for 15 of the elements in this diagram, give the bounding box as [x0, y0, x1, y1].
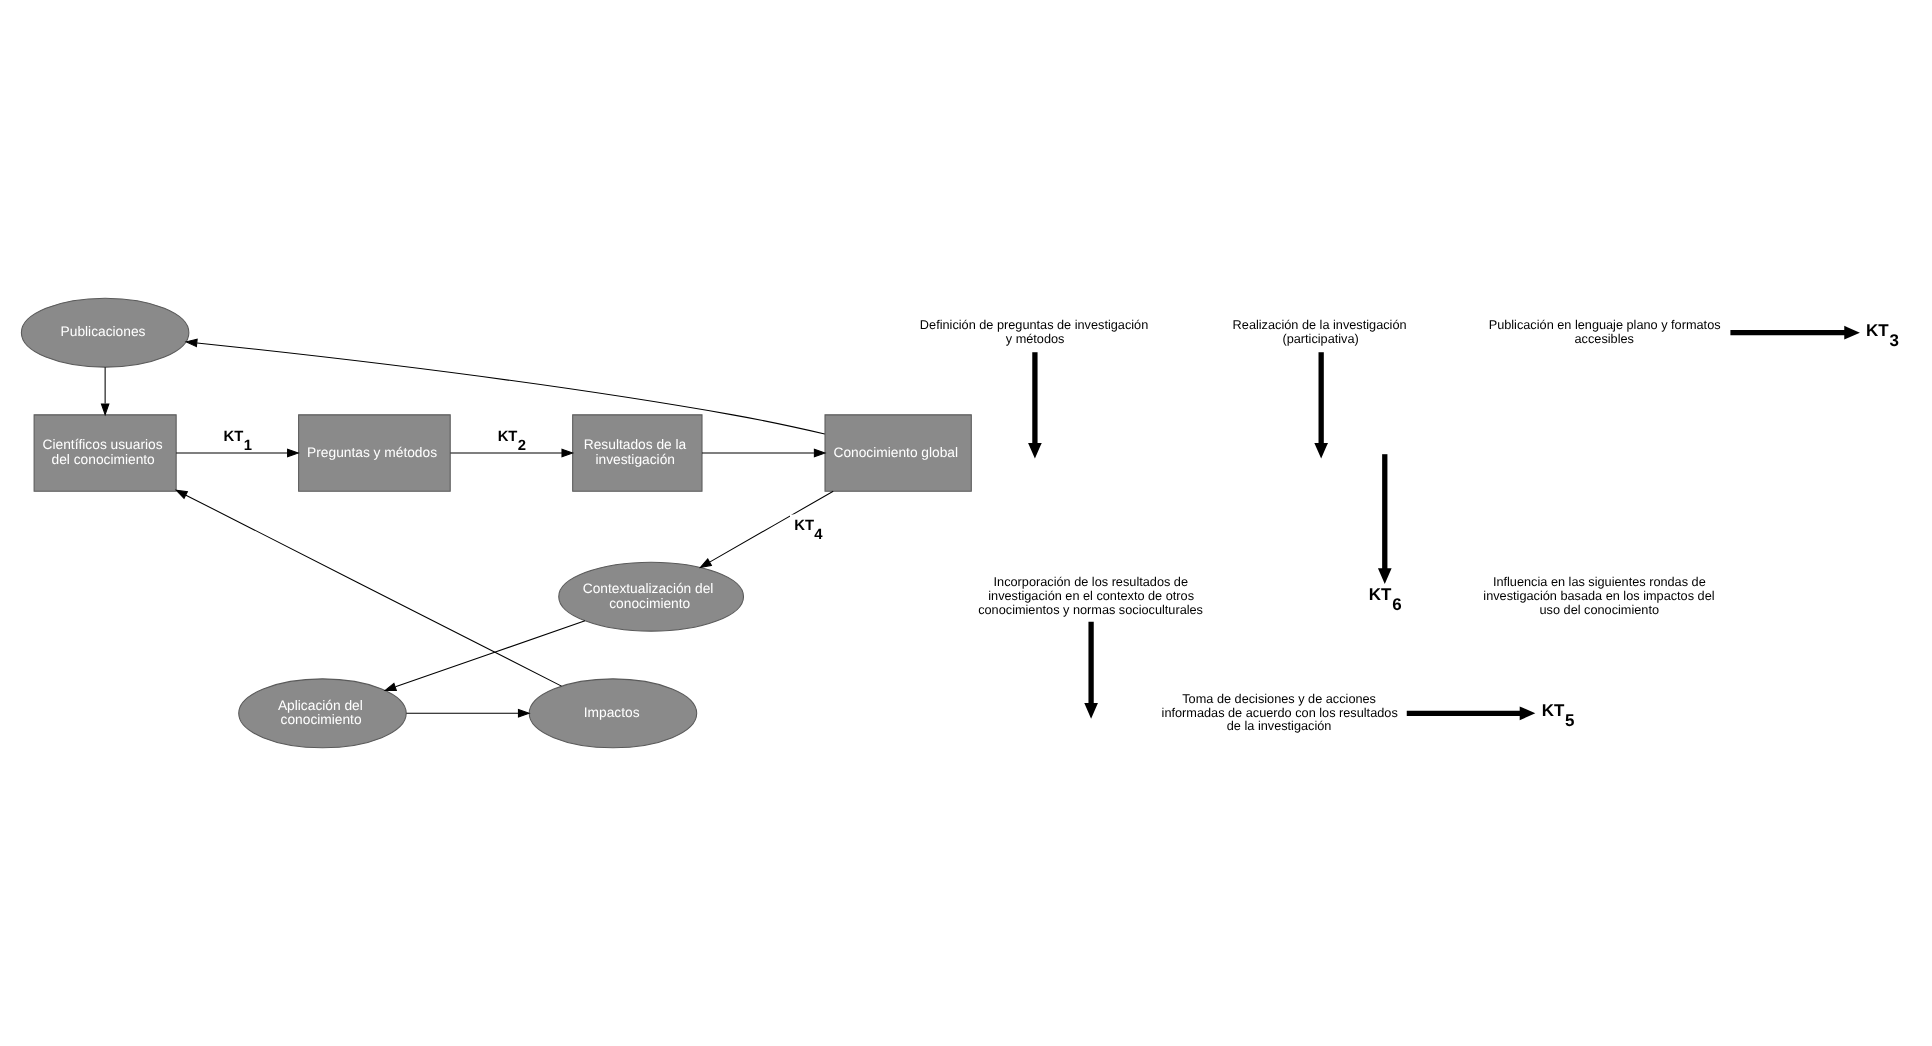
arrow — [175, 448, 300, 458]
arrow — [100, 366, 110, 417]
arrow — [449, 448, 575, 458]
arrow — [1028, 352, 1042, 459]
arrow — [383, 620, 586, 691]
arrow — [174, 489, 563, 687]
arrow — [1730, 325, 1860, 340]
arrow — [1314, 352, 1328, 459]
arrow — [184, 338, 826, 435]
arrow — [1084, 621, 1098, 719]
arrow — [1406, 706, 1536, 721]
arrow — [1377, 454, 1392, 584]
arrow — [405, 708, 531, 718]
arrow — [699, 490, 834, 569]
arrow — [701, 448, 827, 458]
